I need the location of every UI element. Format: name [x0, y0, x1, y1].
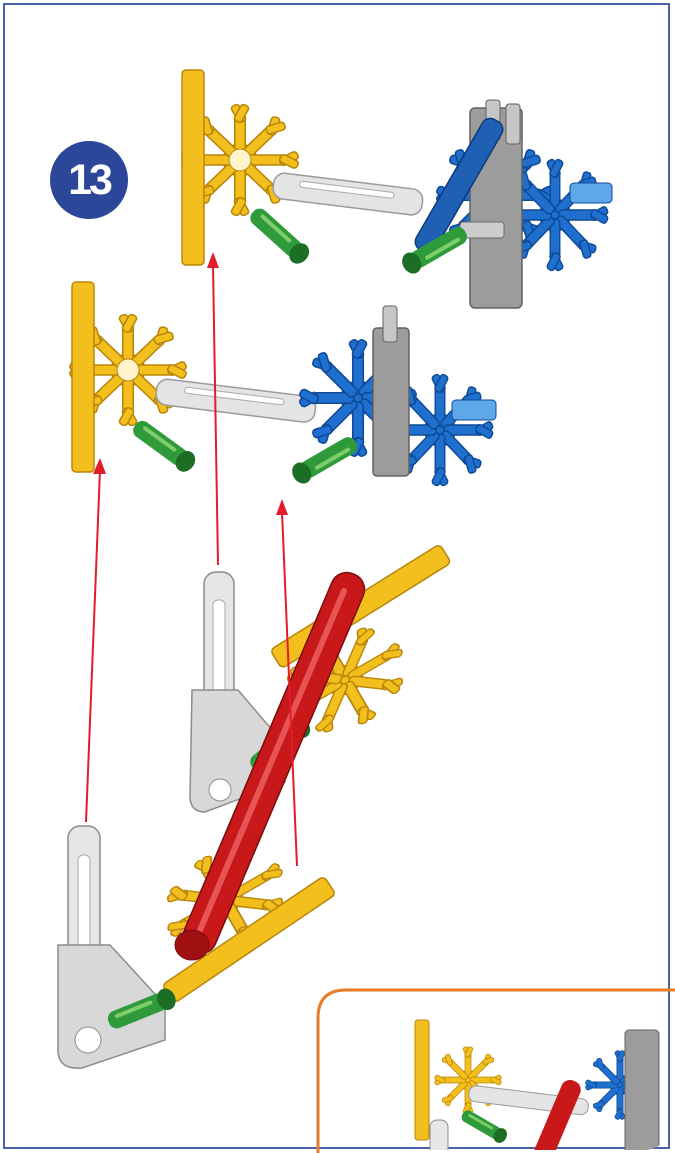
upper-blue-connector: [436, 100, 612, 308]
step-number-badge: 13: [50, 141, 128, 219]
lower-gray-rod: [155, 378, 317, 423]
upper-gray-rod: [272, 172, 424, 216]
bottom-lower-gray-bracket: [58, 826, 165, 1068]
lower-green-peg: [129, 416, 199, 476]
upper-green-peg: [246, 204, 313, 268]
preview-inset: [318, 990, 675, 1153]
